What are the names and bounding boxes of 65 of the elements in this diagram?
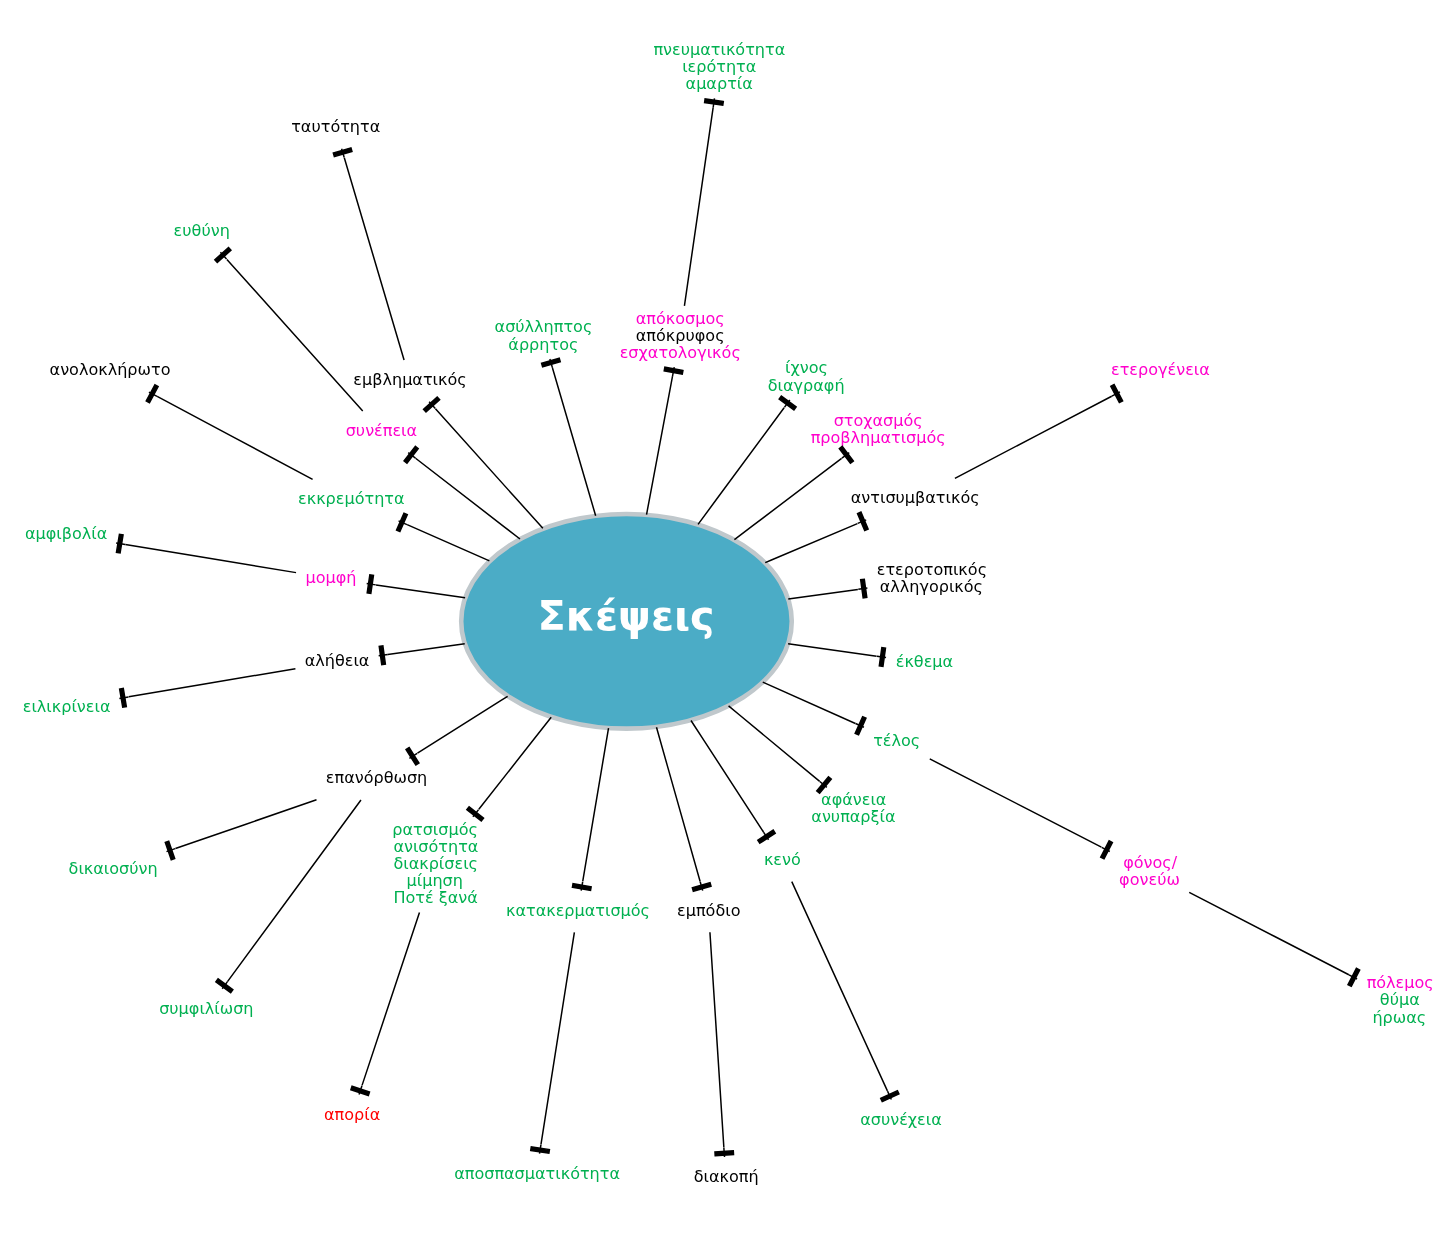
connector bbox=[402, 445, 521, 540]
connector bbox=[118, 667, 296, 709]
node-text: τέλος bbox=[872, 731, 920, 751]
node-text: ειλικρίνεια bbox=[22, 696, 111, 716]
node-text: ίχνος διαγραφή bbox=[767, 358, 845, 395]
connector bbox=[540, 357, 596, 517]
connector bbox=[571, 727, 609, 892]
node-text: εκκρεμότητα bbox=[297, 489, 405, 509]
node-text: αντισυμβατικός bbox=[850, 488, 980, 508]
node-text: ετεροτοπικός αλληγορικός bbox=[876, 559, 987, 597]
connector bbox=[790, 880, 900, 1103]
connector bbox=[928, 758, 1113, 860]
node-text: μομφή bbox=[305, 567, 356, 587]
node-ellipse: Σκέψεις bbox=[458, 511, 794, 731]
connector bbox=[331, 146, 405, 361]
connector bbox=[689, 719, 776, 845]
connector bbox=[465, 716, 552, 823]
node-text: ασυνέχεια bbox=[859, 1109, 942, 1129]
connector bbox=[395, 512, 490, 562]
node-text: συνέπεια bbox=[345, 420, 417, 440]
connector bbox=[214, 799, 362, 994]
connector bbox=[163, 799, 317, 861]
node-text: απορία bbox=[323, 1104, 380, 1124]
node-text: αλήθεια bbox=[304, 650, 369, 670]
connector bbox=[727, 705, 832, 795]
connector bbox=[422, 395, 544, 530]
node-text: εμπόδιο bbox=[676, 900, 740, 920]
node-text: ετερογένεια bbox=[1110, 360, 1210, 380]
node-text: κατακερματισμός bbox=[505, 900, 650, 920]
node-text: αποσπασματικότητα bbox=[453, 1163, 620, 1183]
connector bbox=[365, 573, 466, 599]
node-text: κενό bbox=[763, 850, 801, 870]
connector bbox=[696, 395, 797, 526]
node-text: αμφιβολία bbox=[24, 524, 107, 544]
node-text: φόνος/ φονεύω bbox=[1118, 852, 1180, 889]
node-text: συμφιλίωση bbox=[158, 998, 254, 1018]
node-text: πνευματικότητα ιερότητα αμαρτία bbox=[652, 40, 785, 94]
node-text: εμβληματικός bbox=[352, 369, 467, 389]
connector bbox=[114, 533, 297, 574]
node-text: στοχασμός προβληματισμός bbox=[810, 411, 946, 448]
node-text: ταυτότητα bbox=[290, 116, 380, 136]
node-text: ανολοκλήρωτο bbox=[49, 360, 170, 380]
node-text: ευθύνη bbox=[173, 220, 230, 240]
node-text: ρατσισμός ανισότητα διακρίσεις μίμηση Ποτέ ξανά bbox=[391, 819, 478, 908]
connector bbox=[529, 931, 575, 1155]
connector bbox=[787, 578, 868, 600]
connector bbox=[213, 246, 363, 412]
node-text: πόλεμος θύμα ήρωας bbox=[1366, 973, 1434, 1027]
connector bbox=[1187, 891, 1361, 988]
connector bbox=[708, 931, 734, 1158]
connector bbox=[655, 726, 712, 893]
connector bbox=[683, 97, 724, 307]
connector bbox=[953, 383, 1124, 480]
connector bbox=[761, 681, 867, 736]
connector bbox=[764, 511, 869, 564]
node-text: διακοπή bbox=[693, 1166, 759, 1186]
connector bbox=[404, 695, 508, 767]
node-text: επανόρθωση bbox=[325, 768, 427, 788]
node-text: αφάνεια ανυπαρξία bbox=[810, 789, 896, 827]
node-text: έκθεμα bbox=[895, 652, 953, 672]
connector bbox=[645, 366, 684, 516]
connector bbox=[733, 445, 854, 541]
node-text: δικαιοσύνη bbox=[68, 859, 158, 879]
node-text: ασύλληπτος άρρητος bbox=[494, 317, 592, 354]
node-text: απόκοσμος απόκρυφος εσχατολογικός bbox=[619, 308, 741, 363]
